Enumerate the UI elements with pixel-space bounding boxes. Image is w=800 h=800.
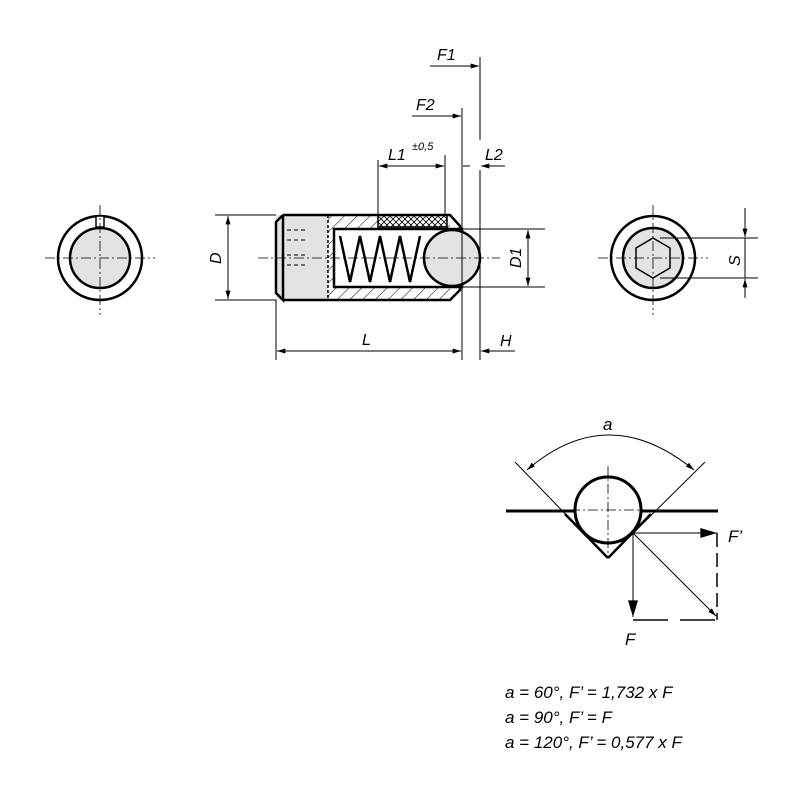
label-l1-tolerance: ±0,5 <box>412 141 434 153</box>
section-view <box>258 213 500 304</box>
label-l2: L2 <box>485 147 503 164</box>
label-f: F <box>625 630 637 649</box>
label-h: H <box>500 333 512 350</box>
label-s: S <box>727 255 744 266</box>
force-diagram <box>506 434 718 621</box>
left-end-view <box>45 205 155 315</box>
right-end-view <box>598 205 758 315</box>
formula-60: a = 60°, F’ = 1,732 x F <box>505 683 674 702</box>
label-d: D <box>208 252 225 264</box>
formula-120: a = 120°, F’ = 0,577 x F <box>505 733 684 752</box>
label-l1: L1 <box>388 147 406 164</box>
dimensions <box>215 57 545 360</box>
label-angle-a: a <box>603 415 612 434</box>
label-f2: F2 <box>416 97 435 114</box>
label-f1: F1 <box>437 47 456 64</box>
label-d1: D1 <box>508 248 525 268</box>
formula-90: a = 90°, F’ = F <box>505 708 614 727</box>
spring <box>338 235 422 283</box>
label-f-prime: F’ <box>728 527 742 546</box>
label-l: L <box>362 332 371 349</box>
